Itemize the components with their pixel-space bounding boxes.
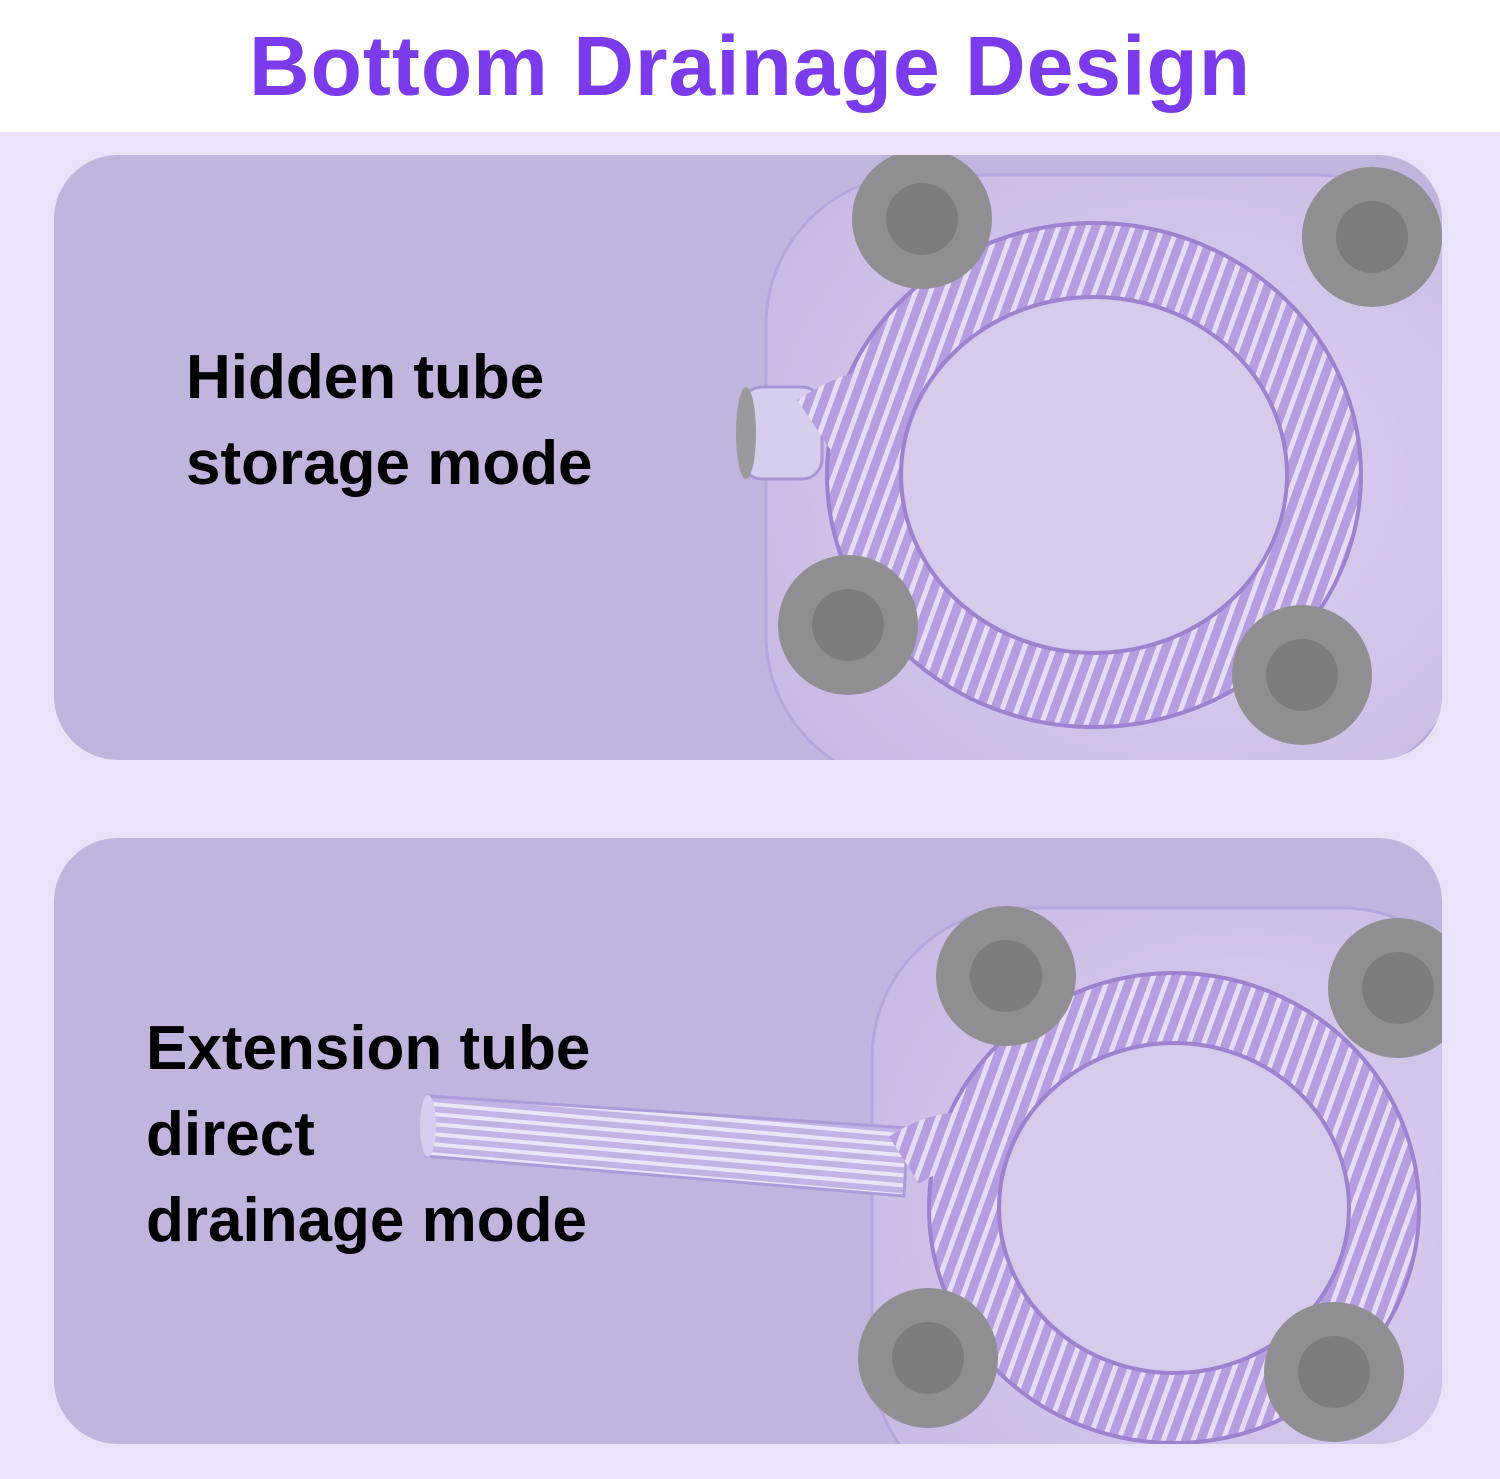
caption-line: direct: [146, 1100, 315, 1169]
caption-line: Hidden tube: [186, 343, 545, 412]
suction-feet: [858, 906, 1442, 1442]
drainage-mode-panel: Extension tube direct drainage mode: [54, 838, 1442, 1444]
caption-line: storage mode: [186, 429, 593, 498]
caption-line: drainage mode: [146, 1186, 587, 1255]
storage-mode-panel: Hidden tube storage mode: [54, 155, 1442, 760]
coiled-tube: [929, 973, 1419, 1443]
storage-mode-illustration: [736, 155, 1442, 760]
storage-mode-caption: Hidden tube storage mode: [186, 335, 593, 507]
drainage-mode-illustration: [420, 906, 1442, 1444]
caption-line: Extension tube: [146, 1014, 591, 1083]
coiled-tube: [827, 223, 1361, 727]
drainage-mode-caption: Extension tube direct drainage mode: [146, 1006, 590, 1264]
page-title: Bottom Drainage Design: [248, 18, 1252, 113]
suction-feet: [778, 155, 1442, 745]
